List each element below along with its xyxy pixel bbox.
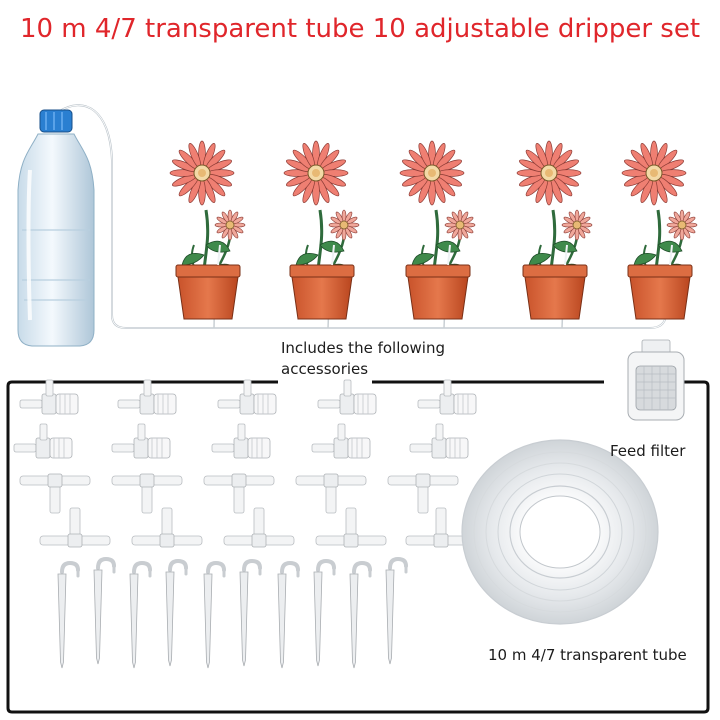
accessories-heading-line2: accessories xyxy=(281,360,369,378)
flower-pots xyxy=(169,140,698,321)
dripper-stakes xyxy=(56,557,408,670)
accessories-frame xyxy=(6,380,710,714)
accessories-heading-line1: Includes the following xyxy=(281,339,446,357)
water-bottle xyxy=(17,109,95,347)
accessories-heading: Includes the following accessories xyxy=(281,338,445,380)
elbow-connectors xyxy=(13,379,477,459)
coiled-tube xyxy=(461,439,659,625)
feed-filter xyxy=(627,339,685,421)
product-title: 10 m 4/7 transparent tube 10 adjustable … xyxy=(19,14,701,44)
tee-connectors xyxy=(19,473,477,548)
tube-label: 10 m 4/7 transparent tube xyxy=(488,646,687,664)
feed-filter-label: Feed filter xyxy=(610,442,686,460)
